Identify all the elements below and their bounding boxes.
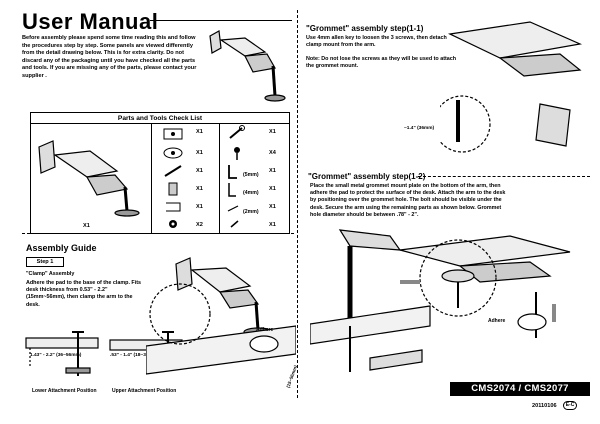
tool-qty: X4 [269, 150, 276, 156]
part-qty: X2 [196, 222, 203, 228]
model-number: CMS2074 / CMS2077 [450, 382, 590, 396]
clamp-text: Adhere the pad to the base of the clamp.… [26, 280, 142, 308]
monitor-arm-illustration-checklist [38, 140, 140, 217]
wrench-icon [229, 125, 245, 139]
page-title: User Manual [22, 9, 159, 34]
tool-qty: X1 [269, 222, 276, 228]
tool-qty: X1 [269, 168, 276, 174]
part-qty: X1 [196, 150, 203, 156]
doc-date: 20110106 [532, 403, 557, 409]
grommet1-text: Use 4mm allen key to loosen the 3 screws… [306, 35, 447, 49]
grommet-detach-illustration [440, 21, 583, 153]
parts-checklist: Parts and Tools Check List X1 X1 X1 X1 X… [30, 112, 290, 234]
grommet1-note: Note: Do not lose the screws as they wil… [306, 56, 457, 70]
grommet-adhere-label: Adhere [488, 318, 506, 324]
screw-icon [234, 147, 240, 160]
allen-key-2mm-icon [227, 205, 239, 212]
lower-caption: Lower Attachment Position [32, 388, 97, 394]
title-rule [150, 20, 292, 21]
clamp-lower-diagram [25, 331, 99, 376]
assembly-title: Assembly Guide [26, 243, 97, 253]
grommet-dimension: ~1.4" (36mm) [404, 126, 435, 131]
clamp-title: "Clamp" Assembly [26, 271, 75, 277]
small-screw-icon [230, 220, 239, 228]
allen-key-4mm-icon [228, 183, 236, 197]
arm-quantity: X1 [83, 223, 90, 229]
grommet-install-illustration [310, 229, 571, 372]
tool-qty: X1 [269, 204, 276, 210]
part-qty: X1 [196, 186, 203, 192]
vertical-divider [297, 10, 298, 398]
tool-label: (4mm) [243, 190, 259, 196]
step-badge: Step 1 [26, 257, 64, 267]
grommet2-rule [418, 176, 590, 177]
checklist-divider-1 [151, 124, 152, 234]
part-qty: X1 [196, 129, 203, 135]
checklist-divider-2 [219, 124, 220, 234]
grommet-plate-icon [163, 147, 183, 159]
clamp-plate-icon [163, 128, 183, 140]
part-qty: X1 [196, 168, 203, 174]
grommet2-title: "Grommet" assembly step(1-2) [308, 172, 426, 181]
grommet2-text: Place the small metal grommet mount plat… [310, 183, 506, 218]
tool-qty: X1 [269, 186, 276, 192]
allen-key-5mm-icon [228, 165, 237, 179]
upper-dimension: .53" - 1.4" (18~36mm) [110, 353, 159, 358]
upper-caption: Upper Attachment Position [112, 388, 177, 394]
lower-dimension: 1.43" - 2.2" (36~56mm) [30, 353, 82, 358]
intro-text: Before assembly please spend some time r… [22, 35, 197, 79]
monitor-arm-illustration-top [209, 30, 286, 102]
spacer-icon [168, 182, 178, 196]
tool-label: (5mm) [243, 172, 259, 178]
bracket-icon [166, 202, 181, 212]
checklist-title: Parts and Tools Check List [31, 113, 289, 124]
long-bolt-icon [164, 165, 182, 177]
tool-qty: X1 [269, 129, 276, 135]
grommet1-title: "Grommet" assembly step(1-1) [306, 24, 424, 33]
tool-label: (2mm) [243, 209, 259, 215]
washer-icon [169, 220, 177, 228]
part-qty: X1 [196, 204, 203, 210]
language-code: E-C [563, 401, 577, 410]
adhere-label: Adhere [256, 327, 274, 333]
clamp-install-illustration [146, 257, 296, 375]
